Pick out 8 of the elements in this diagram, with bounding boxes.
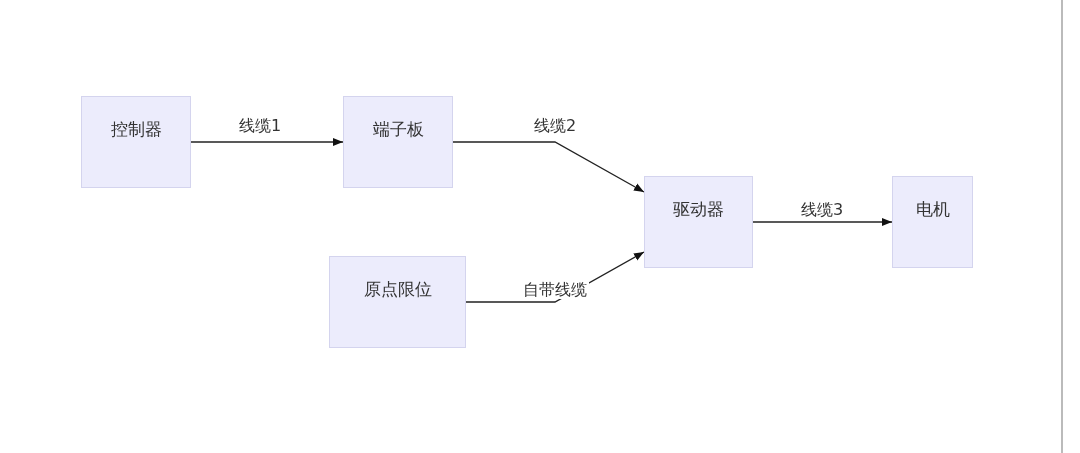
arrow: [752, 218, 893, 226]
process-box: 原点限位: [329, 256, 466, 348]
arrow: [452, 141, 645, 193]
arrow: [190, 138, 344, 146]
process-box: 端子板: [343, 96, 453, 188]
process-box: 控制器: [81, 96, 191, 188]
process-box: 驱动器: [644, 176, 753, 268]
process-box: 电机: [892, 176, 973, 268]
